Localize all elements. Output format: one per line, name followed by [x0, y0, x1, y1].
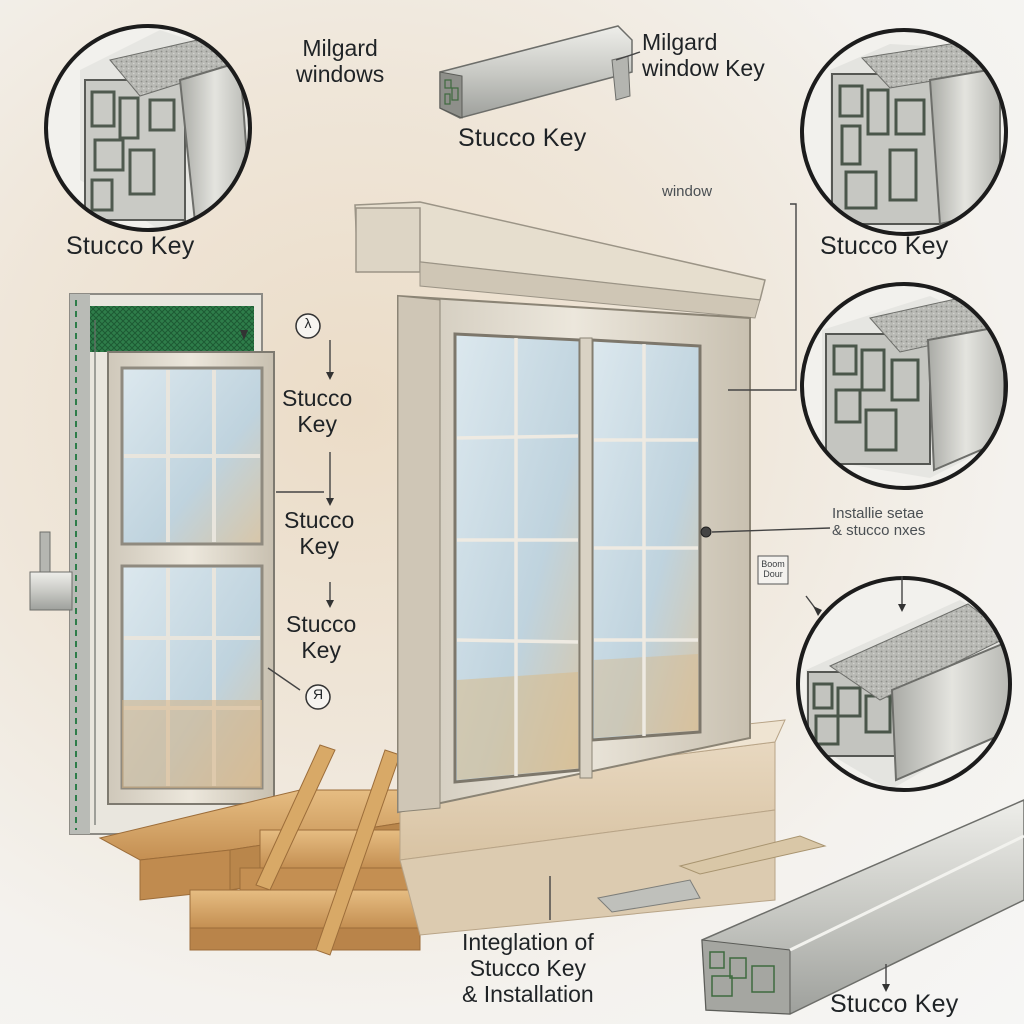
stucco-key-top-label: Stucco Key	[458, 124, 587, 152]
ground-scraps	[596, 835, 827, 913]
main-window-assembly	[354, 201, 766, 814]
bottom-right-stucco-key-profile	[701, 799, 1024, 1015]
marker-circle-bottom	[305, 684, 331, 710]
wooden-steps	[98, 744, 421, 956]
top-stucco-key-profile	[439, 25, 633, 119]
detail-circle-right-bottom	[796, 576, 1012, 792]
detail-circle-top-left	[44, 24, 252, 232]
bottom-right-label: Stucco Key	[830, 990, 959, 1018]
installation-label: Installie setae& stucco nxes	[832, 505, 926, 539]
circle-top-left-label: Stucco Key	[66, 232, 195, 260]
small-tag-box	[757, 555, 789, 585]
marker-top-label: λ	[304, 315, 312, 331]
arrowheads	[240, 330, 906, 992]
detail-circle-right-middle	[800, 282, 1008, 490]
marker-circle-top	[295, 313, 321, 339]
leader-lines	[267, 51, 903, 984]
marker-bottom-label: Я	[312, 686, 324, 702]
left-window-assembly	[29, 293, 275, 835]
window-label: window	[662, 183, 713, 200]
detail-circle-top-right	[800, 28, 1008, 236]
circle-top-right-label: Stucco Key	[820, 232, 949, 260]
